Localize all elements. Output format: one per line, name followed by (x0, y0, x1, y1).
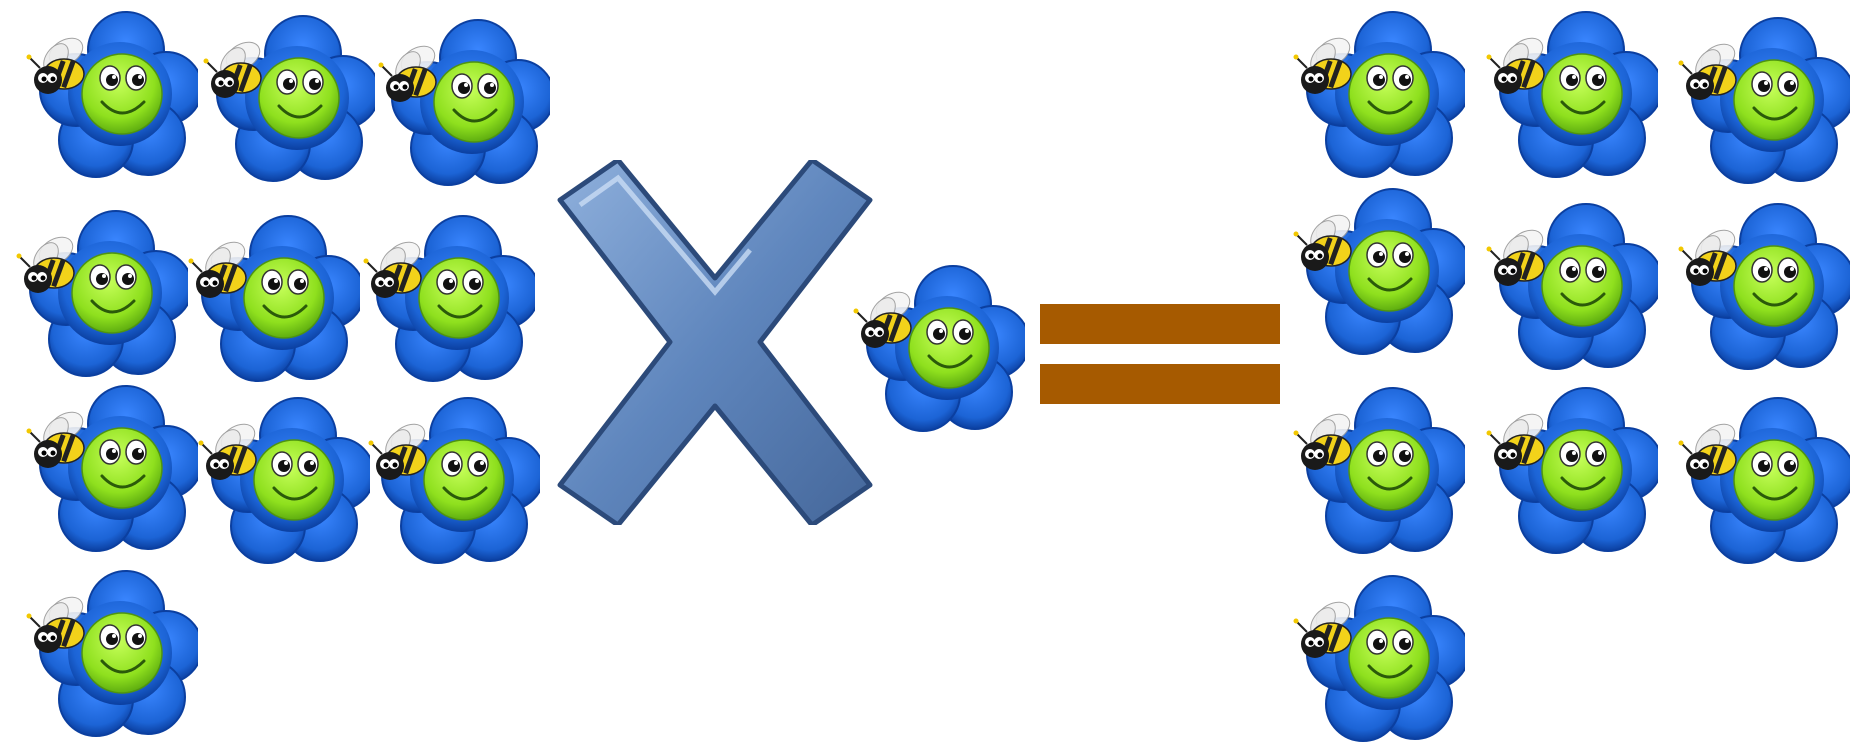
equals-sign-top-bar (1040, 304, 1280, 344)
bee-flower-icon (1285, 382, 1465, 554)
bee-flower-icon (180, 210, 360, 382)
bee-flower-icon (18, 565, 198, 737)
bee-flower-icon (8, 205, 188, 377)
equals-sign-bottom-bar (1040, 364, 1280, 404)
bee-flower-icon (1670, 198, 1850, 370)
bee-flower-icon (1285, 570, 1465, 742)
bee-flower-icon (1670, 12, 1850, 184)
bee-flower-icon (195, 10, 375, 182)
bee-flower-icon (1478, 6, 1658, 178)
bee-flower-icon (360, 392, 540, 564)
bee-flower-icon (1285, 183, 1465, 355)
bee-flower-icon (1478, 382, 1658, 554)
bee-flower-icon (18, 380, 198, 552)
times-sign-icon (540, 160, 890, 525)
bee-flower-icon (190, 392, 370, 564)
bee-flower-icon (1285, 6, 1465, 178)
bee-flower-icon (355, 210, 535, 382)
bee-flower-icon (1478, 198, 1658, 370)
bee-flower-icon (370, 14, 550, 186)
bee-flower-icon (18, 6, 198, 178)
bee-flower-icon (845, 260, 1025, 432)
bee-flower-icon (1670, 392, 1850, 564)
